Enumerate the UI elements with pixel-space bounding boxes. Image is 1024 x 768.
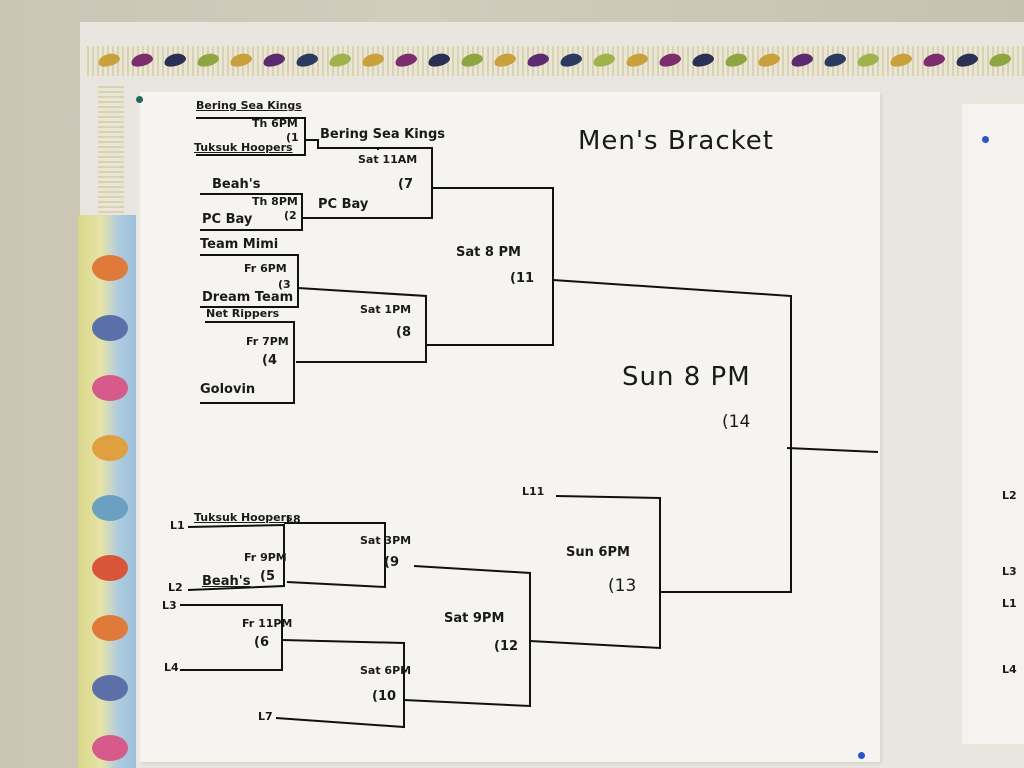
fish-decoration [92,675,128,701]
leaf-border-left [98,86,124,216]
game-number: (11 [510,271,535,286]
bracket-poster [140,92,880,762]
fish-decoration [92,735,128,761]
game-time: Sat 6PM [360,664,412,677]
game-time: Th 6PM [252,117,298,130]
loser-label: L4 [1002,663,1017,676]
pushpin [982,136,989,143]
game-number: (13 [608,576,637,596]
game-number: (3 [278,278,291,291]
leaf-border-top [84,46,1024,76]
fish-decoration [92,555,128,581]
team-label: Tuksuk Hoopers [194,511,293,524]
pushpin [858,752,865,759]
game-number: (14 [722,412,751,432]
game-number: (4 [262,353,277,368]
loser-label: L11 [522,485,545,498]
team-label: Bering Sea Kings [320,127,445,142]
second-poster [962,104,1024,744]
team-label: Beah's [202,574,251,589]
game-time: Sun 6PM [566,545,630,560]
pushpin [136,96,143,103]
loser-label: L3 [162,599,177,612]
game-number: (8 [396,325,411,340]
loser-label: L2 [168,581,183,594]
team-label: Tuksuk Hoopers [194,141,293,154]
game-number: (5 [260,569,275,584]
game-time: Sat 8 PM [456,245,521,260]
game-number: (1 [286,131,299,144]
team-label: Bering Sea Kings [196,99,302,112]
game-number: (7 [398,177,413,192]
game-time: Sat 11AM [358,153,418,166]
loser-label: L3 [1002,565,1017,578]
fish-decoration [92,375,128,401]
loser-label: L8 [286,513,301,526]
team-label: Golovin [200,382,256,397]
game-time: Fr 6PM [244,262,287,275]
team-label: Dream Team [202,290,294,305]
team-label: PC Bay [202,212,253,227]
game-time: Th 8PM [252,195,298,208]
game-time: Fr 9PM [244,551,287,564]
loser-label: L2 [1002,489,1017,502]
game-number: (9 [384,555,399,570]
fish-decoration [92,315,128,341]
fish-decoration [92,255,128,281]
loser-label: L4 [164,661,179,674]
loser-label: L7 [258,710,273,723]
game-number: (2 [284,209,297,222]
loser-label: L1 [170,519,185,532]
game-time: Sat 3PM [360,534,412,547]
game-number: (12 [494,639,519,654]
game-number: (10 [372,689,397,704]
team-label: Beah's [212,177,261,192]
fish-border-strip [78,215,136,768]
game-time: Sat 9PM [444,611,505,626]
team-label: Team Mimi [200,237,279,252]
fish-decoration [92,615,128,641]
fish-decoration [92,435,128,461]
game-time: Sat 1PM [360,303,412,316]
team-label: PC Bay [318,197,369,212]
loser-label: L1 [1002,597,1017,610]
game-time: Fr 11PM [242,617,293,630]
game-time: Sun 8 PM [622,362,751,392]
team-label: Net Rippers [206,307,280,320]
bracket-title: Men's Bracket [578,126,774,156]
fish-decoration [92,495,128,521]
game-number: (6 [254,635,269,650]
game-time: Fr 7PM [246,335,289,348]
